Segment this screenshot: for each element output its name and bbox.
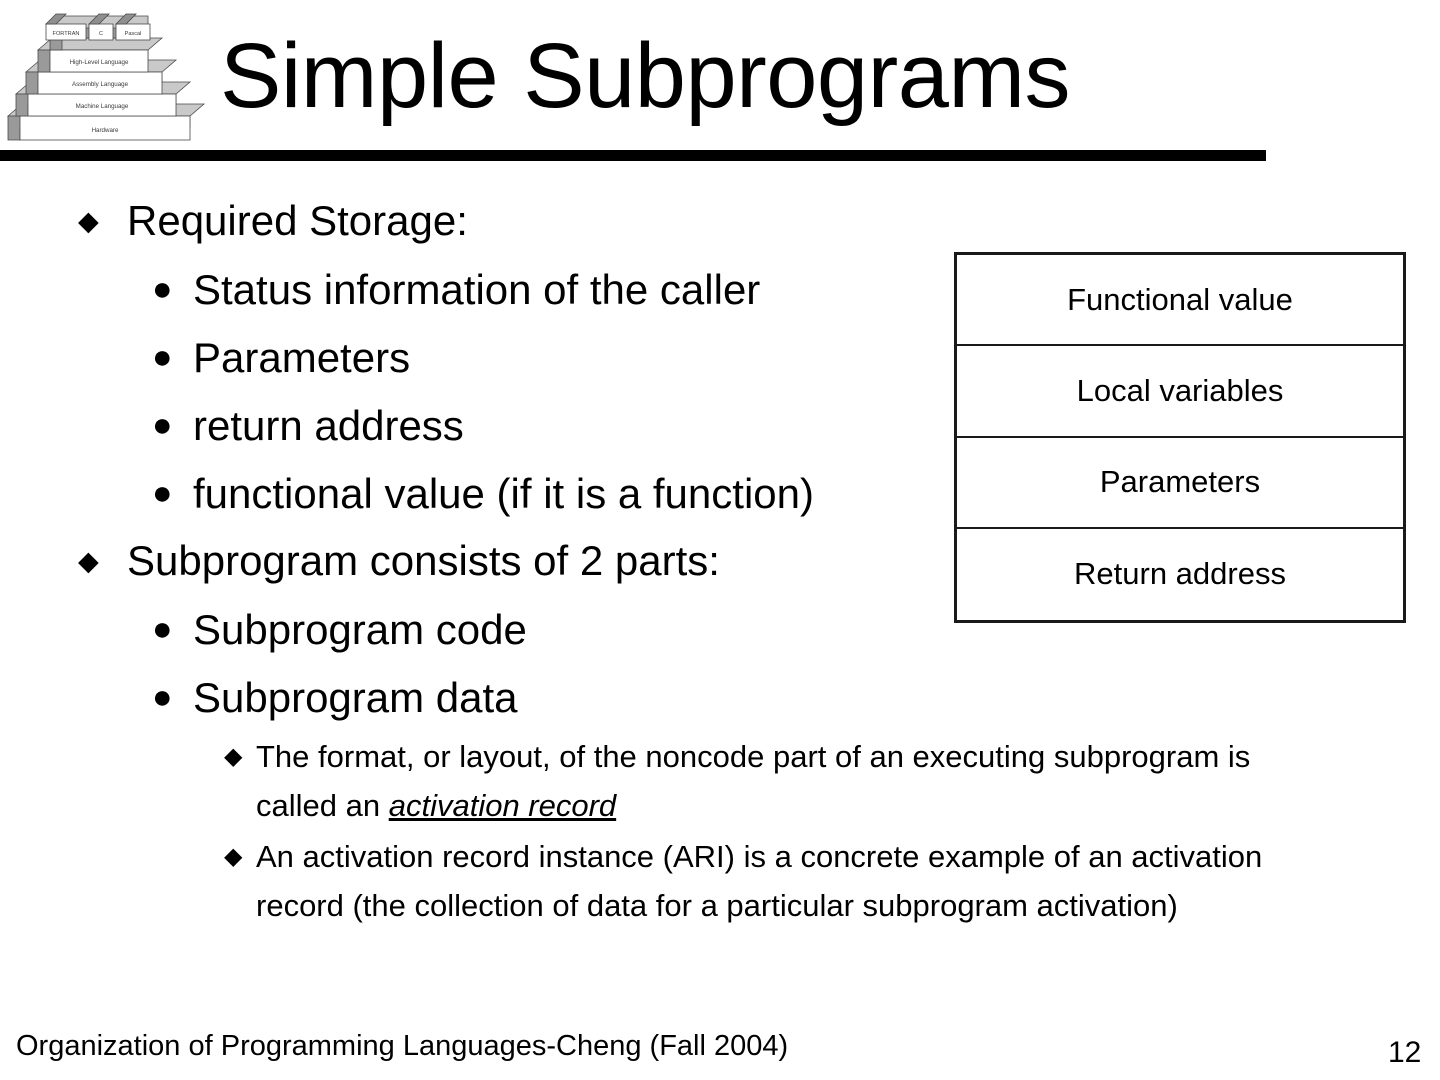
bullet-subprogram-data: ● Subprogram data	[70, 664, 1380, 731]
circle-bullet-icon: ●	[152, 678, 173, 716]
title-divider-bar	[0, 150, 1266, 161]
bullet-text: Required Storage:	[127, 197, 468, 244]
activation-record-diagram: Functional value Local variables Paramet…	[954, 252, 1406, 623]
circle-bullet-icon: ●	[152, 474, 173, 512]
svg-text:Assembly Language: Assembly Language	[72, 81, 129, 88]
slide-title: Simple Subprograms	[220, 25, 1071, 127]
ar-row-local-variables: Local variables	[957, 346, 1403, 438]
emphasis-activation-record: activation record	[388, 788, 617, 823]
bullet-subprogram-code: ● Subprogram code	[70, 596, 1380, 663]
svg-text:Pascal: Pascal	[125, 31, 142, 37]
circle-bullet-icon: ●	[152, 338, 173, 376]
svg-text:Machine Language: Machine Language	[76, 103, 129, 110]
bullet-functional-value: ● functional value (if it is a function)	[70, 460, 1380, 527]
diamond-bullet-icon: ◆	[78, 206, 99, 236]
bullet-text: Subprogram data	[193, 674, 518, 721]
ar-row-parameters: Parameters	[957, 438, 1403, 529]
bullet-text: Subprogram consists of 2 parts:	[127, 537, 720, 584]
svg-text:Hardware: Hardware	[92, 127, 119, 134]
bullet-required-storage: ◆ Required Storage:	[70, 188, 1380, 254]
svg-text:C: C	[99, 31, 103, 37]
svg-text:FORTRAN: FORTRAN	[53, 31, 80, 37]
bullet-text: Subprogram code	[193, 606, 527, 653]
bullet-text: The format, or layout, of the noncode pa…	[256, 732, 1286, 830]
page-number: 12	[1388, 1036, 1422, 1069]
circle-bullet-icon: ●	[152, 270, 173, 308]
bullet-status-information: ● Status information of the caller	[70, 256, 1380, 323]
bullet-text: Parameters	[193, 334, 411, 381]
ar-row-label: Local variables	[1076, 372, 1284, 408]
circle-bullet-icon: ●	[152, 610, 173, 648]
ar-row-return-address: Return address	[957, 529, 1403, 620]
slide-footer: Organization of Programming Languages-Ch…	[16, 1030, 789, 1062]
bullet-text: Status information of the caller	[193, 266, 761, 313]
bullet-parameters: ● Parameters	[70, 324, 1380, 391]
bullet-subprogram-parts: ◆ Subprogram consists of 2 parts:	[70, 528, 1380, 594]
small-diamond-bullet-icon: ◆	[224, 843, 243, 870]
ar-row-functional-value: Functional value	[957, 255, 1403, 347]
ar-row-label: Parameters	[1099, 464, 1261, 500]
bullet-activation-record-instance: ◆ An activation record instance (ARI) is…	[70, 832, 1380, 930]
svg-text:High-Level Language: High-Level Language	[70, 59, 129, 66]
bullet-text: An activation record instance (ARI) is a…	[256, 839, 1263, 923]
ar-row-label: Functional value	[1067, 281, 1293, 317]
diamond-bullet-icon: ◆	[78, 546, 99, 576]
slide-body: ◆ Required Storage: ● Status information…	[70, 188, 1380, 932]
circle-bullet-icon: ●	[152, 406, 173, 444]
bullet-activation-record-definition: ◆ The format, or layout, of the noncode …	[70, 732, 1380, 830]
bullet-return-address: ● return address	[70, 392, 1380, 459]
small-diamond-bullet-icon: ◆	[224, 743, 243, 770]
bullet-text: return address	[193, 402, 464, 449]
bullet-text-prefix: The format, or layout, of the noncode pa…	[256, 739, 1251, 823]
bullet-text: functional value (if it is a function)	[193, 470, 814, 517]
language-pyramid-logo: Hardware Machine Language Assembly Langu…	[4, 4, 212, 148]
ar-row-label: Return address	[1074, 556, 1286, 592]
pyramid-icon: Hardware Machine Language Assembly Langu…	[6, 13, 206, 141]
